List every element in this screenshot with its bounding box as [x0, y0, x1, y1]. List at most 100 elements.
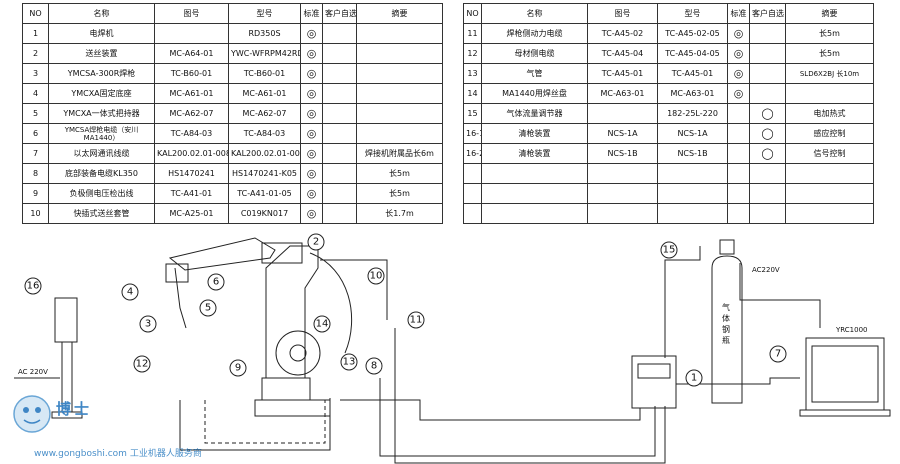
drawing-number: MC-A62-07	[154, 103, 229, 124]
note	[356, 23, 443, 44]
callout-circle	[229, 359, 247, 377]
wire-reel	[275, 330, 321, 376]
row-number: 13	[463, 63, 482, 84]
callout-number: 9	[235, 363, 241, 374]
model-number: TC-A45-02-05	[657, 23, 728, 44]
note	[356, 103, 443, 124]
cleaner-head	[54, 297, 78, 343]
table-row	[463, 183, 874, 204]
model-number: MC-A61-01	[228, 83, 301, 104]
callout-circle	[407, 311, 425, 329]
callout-number: 11	[410, 315, 423, 326]
part-name: YMCSA-300R焊枪	[48, 63, 155, 84]
column-header: NO	[463, 3, 482, 24]
table-row	[463, 203, 874, 224]
part-name: 以太网通讯线缆	[48, 143, 155, 164]
drawing-number	[587, 103, 658, 124]
standard-mark: ◎	[727, 23, 750, 44]
row-number: 10	[22, 203, 49, 224]
gas-bottle-label: 气体钢瓶	[722, 302, 730, 345]
callout-number: 2	[313, 237, 319, 248]
note	[785, 83, 874, 104]
standard-mark: ◎	[300, 83, 323, 104]
standard-mark	[727, 183, 750, 204]
cable-13	[340, 399, 641, 421]
standard-mark	[727, 103, 750, 124]
column-header: NO	[22, 3, 49, 24]
column-header: 摘要	[356, 3, 443, 24]
drawing-number: MC-A64-01	[154, 43, 229, 64]
part-name	[481, 203, 588, 224]
gas-bottle	[711, 255, 743, 404]
callout-circle	[139, 315, 157, 333]
table-row	[463, 163, 874, 184]
customer-mark	[749, 183, 786, 204]
callout-number: 14	[316, 319, 329, 330]
customer-mark: ◯	[749, 123, 786, 144]
customer-mark	[322, 83, 357, 104]
cable-7	[676, 377, 800, 385]
standard-mark: ◎	[300, 103, 323, 124]
note: 长1.7m	[356, 203, 443, 224]
customer-mark	[322, 183, 357, 204]
part-name: 焊枪侧动力电缆	[481, 23, 588, 44]
callout-number: 4	[127, 287, 133, 298]
note: 长5m	[356, 183, 443, 204]
column-header: 摘要	[785, 3, 874, 24]
note: 电加热式	[785, 103, 874, 124]
model-number: TC-A45-01	[657, 63, 728, 84]
column-header: 标准	[300, 3, 323, 24]
note	[785, 203, 874, 224]
callout-number: 15	[663, 245, 676, 256]
customer-mark: ◯	[749, 103, 786, 124]
customer-mark	[749, 83, 786, 104]
robot-upper-arm	[168, 237, 276, 271]
robot-base	[254, 399, 331, 417]
cable-15	[664, 246, 701, 358]
callout-circle	[207, 273, 225, 291]
row-number: 15	[463, 103, 482, 124]
part-name: 气体流量调节器	[481, 103, 588, 124]
column-header: 型号	[657, 3, 728, 24]
row-number: 1	[22, 23, 49, 44]
model-number	[657, 183, 728, 204]
standard-mark: ◎	[300, 23, 323, 44]
standard-mark: ◎	[300, 123, 323, 144]
drawing-number: TC-A41-01	[154, 183, 229, 204]
drawing-number: HS1470241	[154, 163, 229, 184]
column-header: 型号	[228, 3, 301, 24]
column-header: 图号	[587, 3, 658, 24]
standard-mark	[727, 123, 750, 144]
model-number: C019KN017	[228, 203, 301, 224]
note	[785, 183, 874, 204]
row-number: 4	[22, 83, 49, 104]
callout-circle	[365, 357, 383, 375]
controller-box	[805, 337, 885, 411]
column-header: 客户自选	[322, 3, 357, 24]
part-name	[481, 183, 588, 204]
callout-number: 7	[775, 349, 781, 360]
row-number: 6	[22, 123, 49, 144]
note: 感应控制	[785, 123, 874, 144]
row-number: 12	[463, 43, 482, 64]
part-name: 负极侧电压检出线	[48, 183, 155, 204]
drawing-number: TC-A84-03	[154, 123, 229, 144]
drawing-number	[587, 163, 658, 184]
part-name: MA1440用焊丝盘	[481, 83, 588, 104]
ac-220v-right-label: AC220V	[752, 266, 780, 274]
row-number: 11	[463, 23, 482, 44]
callout-number: 5	[205, 303, 211, 314]
callout-circle	[769, 345, 787, 363]
note: 长5m	[356, 163, 443, 184]
welding-machine	[631, 355, 677, 409]
standard-mark: ◎	[300, 203, 323, 224]
standard-mark: ◎	[300, 163, 323, 184]
drawing-number: MC-A25-01	[154, 203, 229, 224]
